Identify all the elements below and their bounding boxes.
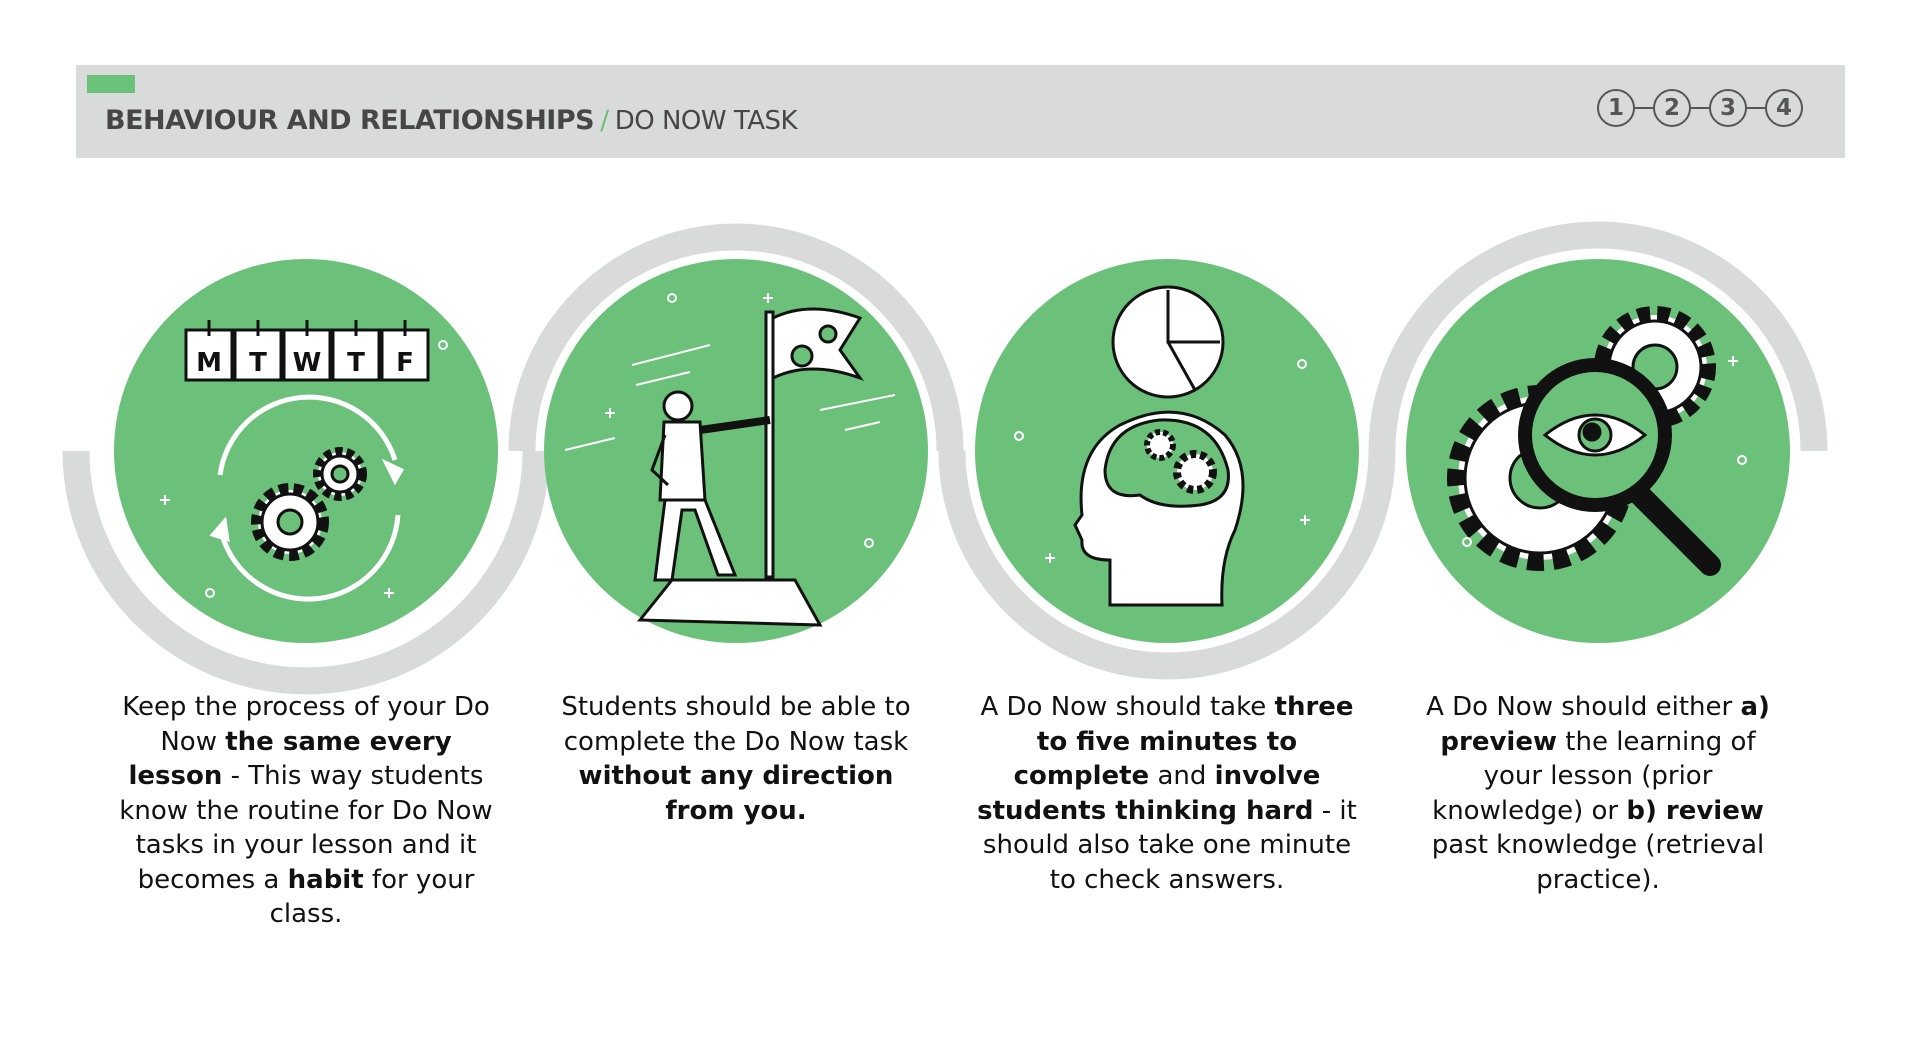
track-arc-3: [938, 450, 1396, 680]
decorative-sparkles: [160, 293, 1747, 598]
calendar-day-box: [184, 328, 234, 382]
track-arc-2: [508, 223, 964, 452]
header-bar: BEHAVIOUR AND RELATIONSHIPS/DO NOW TASK …: [76, 65, 1845, 158]
card-2-caption: Students should be able to complete the …: [546, 690, 926, 828]
caption-text: - This way students know the routine for…: [119, 761, 493, 895]
connecting-track: [62, 221, 1828, 695]
caption-emphasis: the same every lesson: [128, 726, 452, 792]
calendar-day-label: T: [249, 348, 267, 378]
title-sub: DO NOW TASK: [614, 106, 798, 136]
step-connector: [1747, 106, 1765, 110]
circle-1: [114, 259, 498, 643]
card-1-caption: Keep the process of your Do Now the same…: [116, 690, 496, 932]
caption-text: Students should be able to complete the …: [561, 692, 911, 757]
caption-text: for your class.: [269, 864, 475, 930]
calendar-day-label: T: [347, 348, 365, 378]
calendar-day-label: M: [196, 348, 222, 378]
caption-emphasis: without any direction from you.: [578, 761, 894, 826]
card-3-caption: A Do Now should take three to five minut…: [977, 690, 1357, 897]
caption-text: and: [1149, 761, 1215, 791]
caption-emphasis: habit: [287, 864, 364, 895]
calendar-day-box: [331, 328, 381, 382]
track-arc-1: [62, 450, 550, 695]
calendar-day-label: W: [293, 348, 322, 378]
step-1[interactable]: 1: [1597, 89, 1635, 127]
step-connector: [1635, 106, 1653, 110]
step-2[interactable]: 2: [1653, 89, 1691, 127]
calendar-day-label: F: [396, 348, 414, 378]
track-arc-4: [1368, 221, 1828, 452]
caption-text: - it should also take one minute to chec…: [982, 795, 1357, 895]
accent-bar: [87, 75, 135, 93]
caption-text: the learning of your lesson (prior knowl…: [1432, 726, 1756, 826]
clock-and-brain-icon: [1073, 285, 1245, 607]
step-indicator: 1 2 3 4: [1597, 89, 1803, 127]
page-title: BEHAVIOUR AND RELATIONSHIPS/DO NOW TASK: [105, 105, 798, 136]
magnifier-eye-gears-icon: [1447, 306, 1721, 576]
caption-emphasis: b) review: [1626, 795, 1764, 826]
title-main: BEHAVIOUR AND RELATIONSHIPS: [105, 105, 595, 136]
caption-emphasis: a) preview: [1440, 692, 1770, 757]
caption-emphasis: involve students thinking hard: [977, 761, 1321, 826]
caption-emphasis: three to five minutes to complete: [1013, 692, 1354, 791]
caption-text: A Do Now should either: [1426, 692, 1741, 722]
title-separator: /: [600, 105, 609, 136]
card-4-caption: A Do Now should either a) preview the le…: [1408, 690, 1788, 897]
caption-text: Keep the process of your Do Now: [122, 692, 490, 757]
step-3[interactable]: 3: [1709, 89, 1747, 127]
step-connector: [1691, 106, 1709, 110]
caption-text: A Do Now should take: [980, 692, 1275, 722]
caption-text: past knowledge (retrieval practice).: [1431, 830, 1765, 895]
step-4[interactable]: 4: [1765, 89, 1803, 127]
flag-on-summit-icon: [636, 307, 865, 627]
